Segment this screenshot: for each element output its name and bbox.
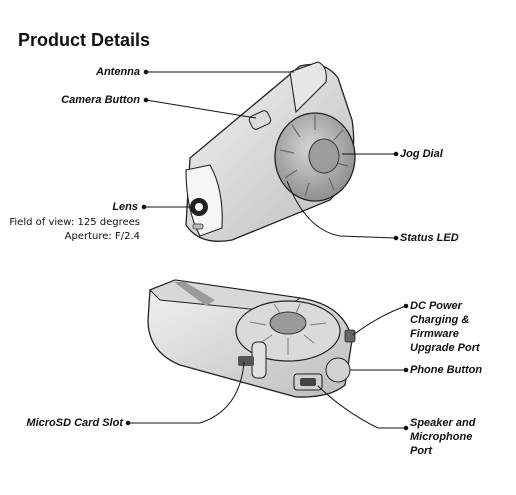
status-led-label: Status LED	[400, 232, 459, 244]
antenna-label: Antenna	[96, 66, 140, 78]
speaker-microphone-port-label: Speaker and Microphone Port	[410, 417, 476, 457]
device-front-view	[185, 61, 356, 242]
device-back-view	[147, 279, 356, 398]
camera-button-label: Camera Button	[61, 94, 140, 106]
phone-button-label: Phone Button	[410, 364, 483, 376]
page-title: Product Details	[18, 30, 151, 50]
leader-lines	[125, 69, 409, 431]
dc-power-port-label: DC Power Charging & Firmware Upgrade Por…	[410, 300, 480, 354]
lens-label: Lens	[112, 201, 138, 213]
lens-aperture: Aperture: F/2.4	[64, 231, 140, 242]
microsd-card-slot-label: MicroSD Card Slot	[26, 417, 123, 429]
jog-dial-label: Jog Dial	[400, 148, 443, 160]
lens-field-of-view: Field of view: 125 degrees	[9, 217, 140, 228]
